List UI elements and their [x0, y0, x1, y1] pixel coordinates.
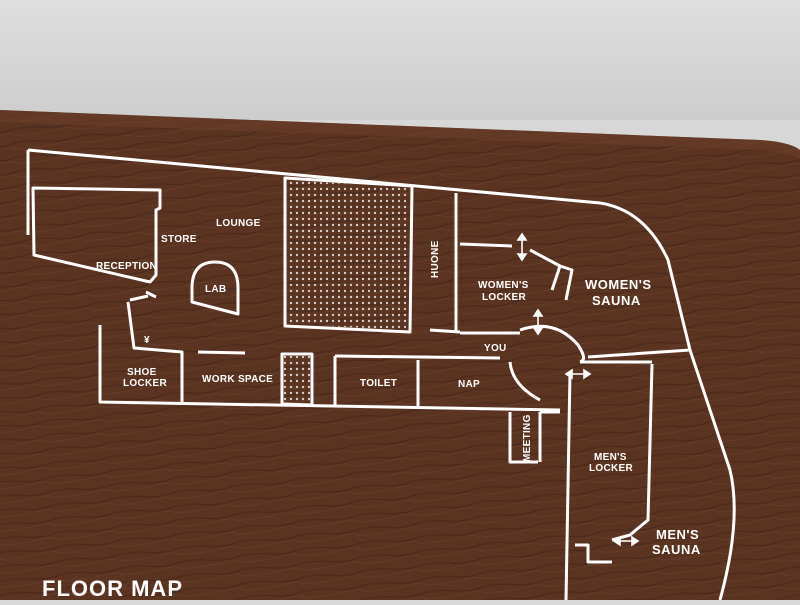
- room-label-mens-sauna-1: MEN'S: [656, 527, 699, 542]
- room-label-womens-sauna-1: WOMEN'S: [585, 277, 652, 292]
- room-label-nap: NAP: [458, 379, 480, 390]
- room-label-womens-locker-2: LOCKER: [482, 292, 526, 303]
- room-label-mens-locker-1: MEN'S: [594, 452, 627, 463]
- yen-symbol: ¥: [144, 335, 150, 346]
- room-label-lab: LAB: [205, 284, 226, 295]
- room-label-store: STORE: [161, 234, 197, 245]
- room-label-shoe-locker-1: SHOE: [127, 367, 157, 378]
- lounge-dotted-area: [287, 180, 410, 330]
- room-label-mens-locker-2: LOCKER: [589, 463, 633, 474]
- room-label-mens-sauna-2: SAUNA: [652, 542, 701, 557]
- sign-title: FLOOR MAP: [42, 576, 183, 600]
- room-label-womens-locker-1: WOMEN'S: [478, 280, 529, 291]
- room-label-lounge: LOUNGE: [216, 218, 261, 229]
- wall-background: [0, 0, 800, 120]
- wood-board: [0, 110, 800, 600]
- room-label-huone: HUONE: [430, 240, 441, 278]
- arrow-icons: [516, 232, 640, 547]
- board-edge: [0, 110, 800, 160]
- map-lines: [26, 148, 736, 601]
- room-label-shoe-locker-2: LOCKER: [123, 378, 167, 389]
- room-label-meeting: MEETING: [522, 414, 533, 462]
- you-are-here-label: YOU: [484, 343, 507, 354]
- room-label-reception: RECEPTION: [96, 261, 157, 272]
- room-label-womens-sauna-2: SAUNA: [592, 293, 641, 308]
- workspace-dotted-area: [284, 356, 310, 402]
- room-label-toilet: TOILET: [360, 378, 397, 389]
- room-label-work-space: WORK SPACE: [202, 374, 273, 385]
